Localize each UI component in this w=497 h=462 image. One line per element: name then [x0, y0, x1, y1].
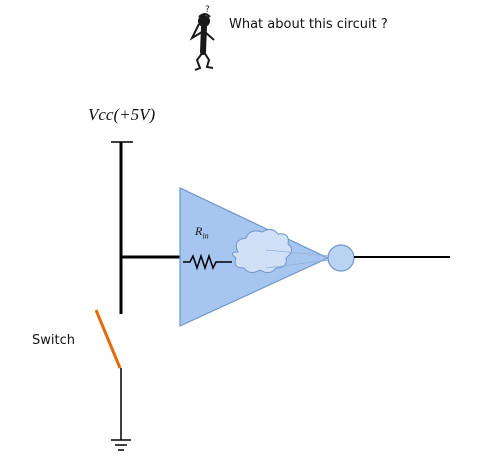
rin-main: R [195, 224, 203, 238]
cloud-icon [232, 228, 292, 274]
output-bubble [327, 244, 355, 272]
thinking-figure-icon: ? [189, 5, 215, 71]
question-text: What about this circuit ? [229, 17, 388, 32]
switch-arm [94, 309, 122, 369]
thinker-question-mark: ? [205, 5, 210, 15]
vcc-label: Vcc(+5V) [88, 105, 156, 124]
cloud-link-bottom [265, 259, 331, 269]
switch-label: Switch [32, 333, 75, 348]
ground-icon [111, 439, 131, 451]
rin-sub: in [202, 231, 209, 241]
cloud-link-top [265, 249, 331, 257]
resistor-icon [183, 253, 232, 271]
rin-label: Rin [195, 224, 209, 240]
